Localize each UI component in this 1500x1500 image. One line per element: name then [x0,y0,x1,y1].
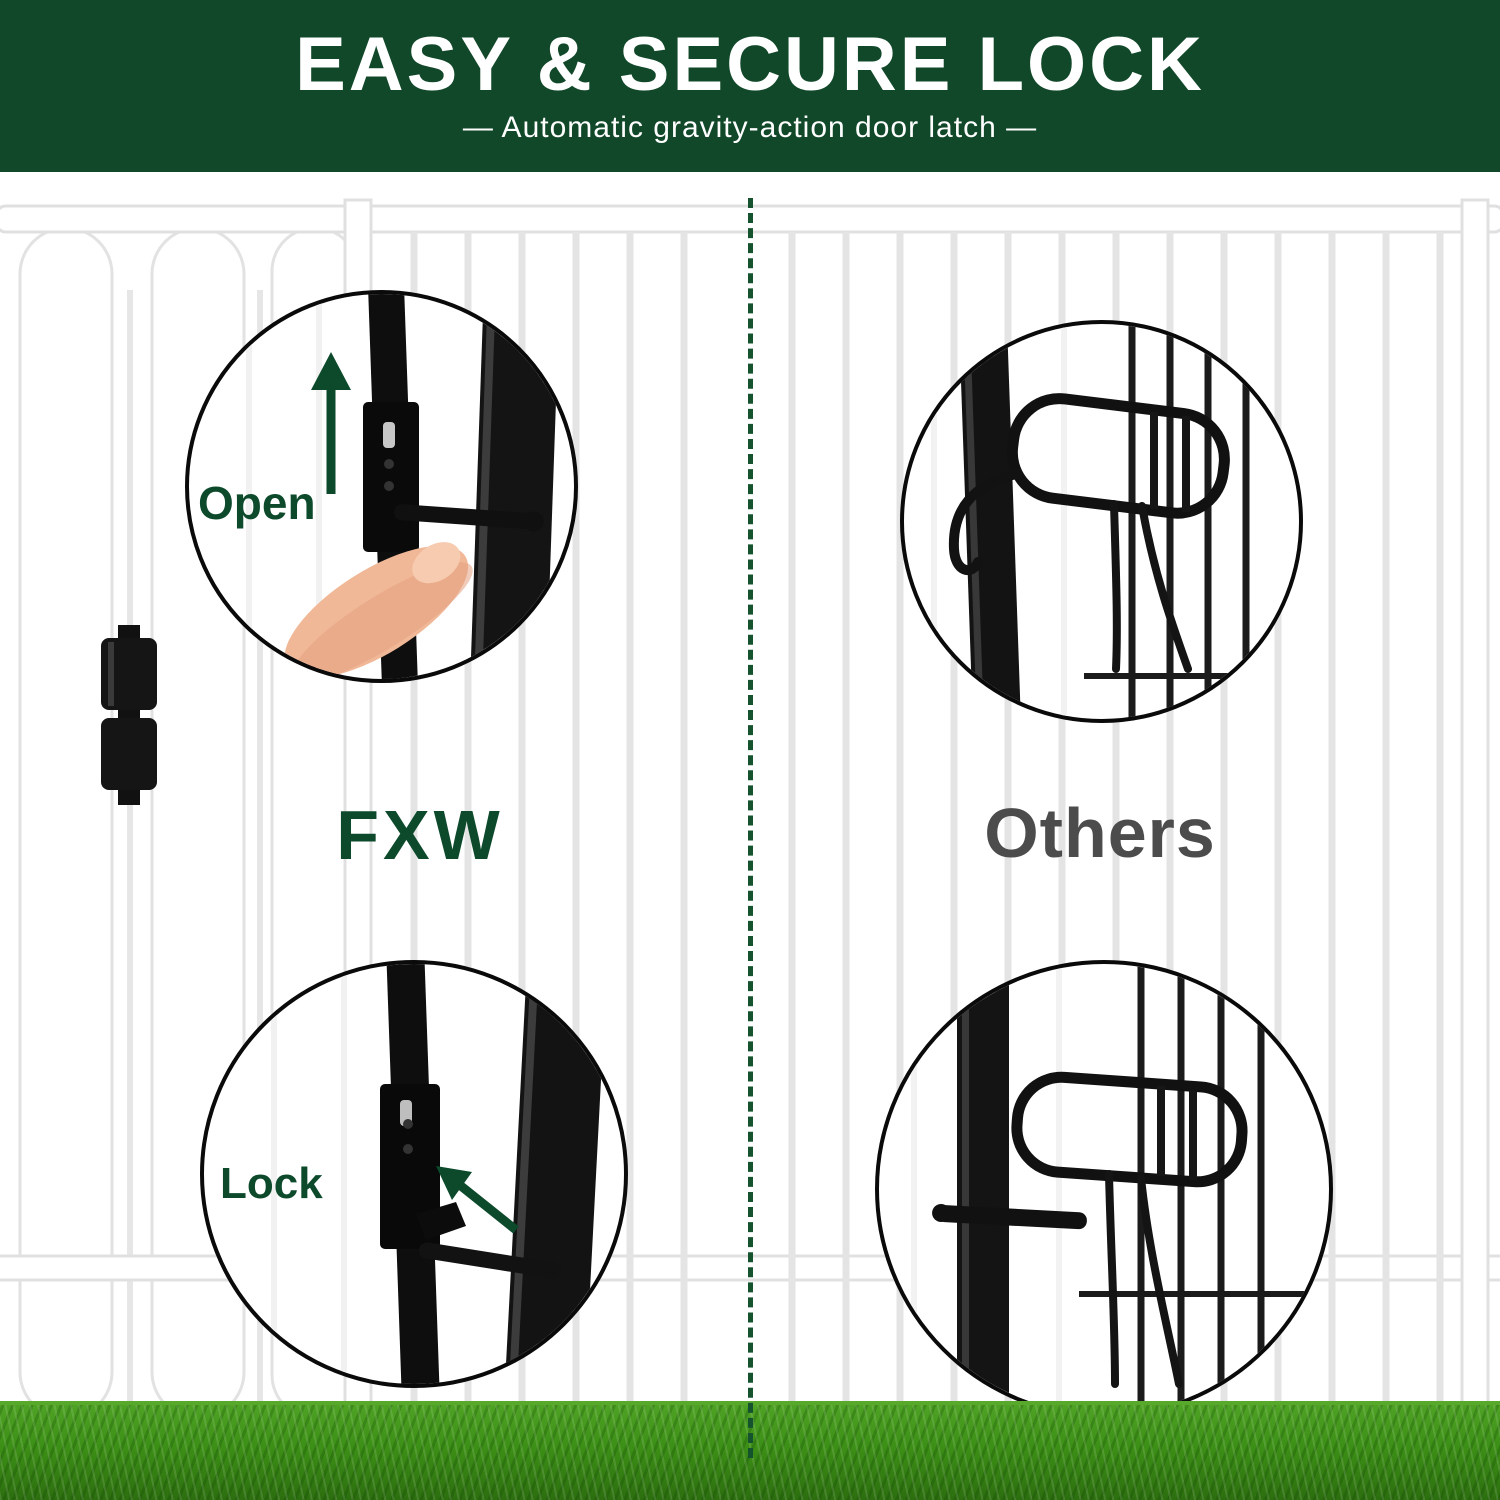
latch-handle-graphic [393,504,544,532]
pen-wires-graphic [1137,964,1265,1414]
pen-wires-graphic [1128,324,1250,719]
page-subtitle: — Automatic gravity-action door latch — [462,111,1038,144]
others-latch-photo [931,324,1299,719]
wire-latch-graphic [948,393,1230,673]
others-latch-locked-photo [911,964,1329,1414]
gate-frame-graphic [958,324,1022,719]
header-banner: EASY & SECURE LOCK — Automatic gravity-a… [0,0,1500,172]
lock-label: Lock [220,1159,323,1208]
page-title: EASY & SECURE LOCK [295,22,1205,107]
wire-latch-locked-graphic [932,1071,1248,1388]
divider-line [748,198,753,1458]
arrow-up-icon [311,352,351,494]
open-label: Open [198,477,316,529]
latch-pin-graphic [418,1242,562,1280]
fence-post [1460,198,1490,1415]
others-brand-label: Others [984,794,1216,872]
fxw-lock-photo [271,964,608,1384]
gravity-latch-locked-graphic [380,1084,466,1249]
fence-arched-picket [18,226,114,1415]
gate-frame-graphic [469,294,561,679]
fxw-lock-callout [200,960,628,1388]
gate-frame-graphic [957,964,1009,1414]
arrow-up-left-icon [436,1166,519,1234]
hinge-graphic [101,625,157,805]
gate-frame-graphic [503,964,608,1384]
finger-graphic [284,542,473,679]
gravity-latch-graphic [363,402,419,552]
fxw-brand-label: FXW [336,796,504,874]
others-top-callout [900,320,1303,723]
others-bottom-callout [875,960,1333,1418]
